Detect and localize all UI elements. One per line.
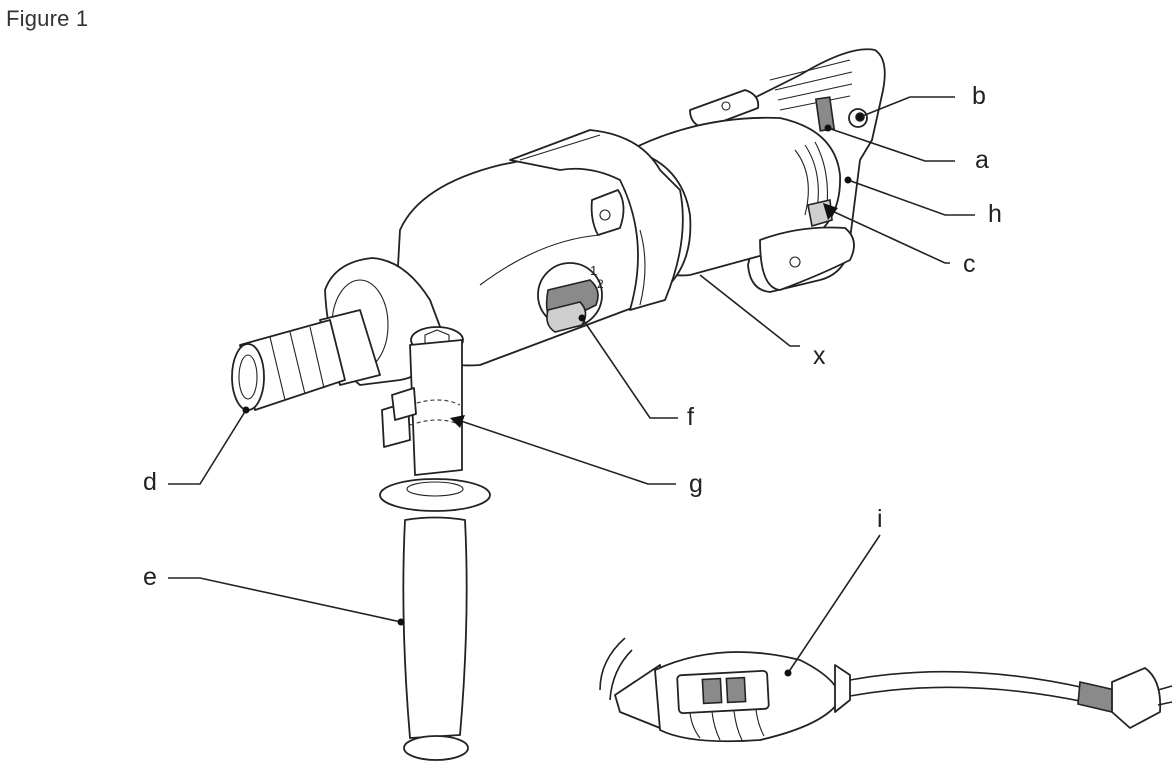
spindle-end	[231, 343, 265, 411]
prcd-ribs	[689, 709, 765, 741]
leader-e	[168, 577, 402, 623]
handle-screw	[789, 256, 801, 268]
clamp-band	[509, 129, 684, 311]
label-i: i	[877, 505, 883, 533]
leader-b-dot	[856, 113, 864, 121]
handle-loop	[759, 226, 855, 291]
label-x: x	[813, 342, 826, 370]
handle-flange-inner	[406, 481, 464, 497]
prcd-test-button	[701, 677, 723, 705]
leader-d	[168, 409, 247, 485]
leader-i-dot	[784, 669, 792, 677]
auxiliary-grip-e	[402, 516, 468, 739]
prcd-panel	[676, 669, 770, 715]
plug-strain-relief	[1077, 681, 1116, 713]
handle-post	[409, 339, 463, 476]
leader-a-dot	[824, 124, 832, 132]
leader-c	[829, 209, 950, 264]
leader-e-dot	[397, 618, 405, 626]
leader-h-dot	[844, 176, 852, 184]
spindle-ribs	[269, 326, 325, 401]
label-h: h	[988, 200, 1002, 228]
handle-clamp-top	[391, 387, 417, 421]
cord-left-2	[609, 649, 633, 701]
housing-ridge	[479, 234, 601, 286]
cord-right-2	[849, 686, 1086, 703]
spindle-bore	[238, 354, 258, 400]
plug-pins	[1157, 685, 1173, 706]
leader-f	[581, 317, 678, 419]
leader-i	[787, 534, 881, 674]
prcd-reset-button	[725, 676, 747, 704]
label-e: e	[143, 563, 157, 591]
leader-a	[827, 127, 955, 162]
leader-g	[457, 419, 676, 485]
handle-flange	[379, 478, 491, 512]
cord-right	[849, 670, 1086, 689]
top-plate	[689, 89, 760, 129]
leader-b	[859, 96, 955, 118]
clamp-ear	[590, 189, 625, 236]
clamp-ear-screw	[599, 209, 611, 221]
leader-d-dot	[242, 406, 250, 414]
grip-ribs	[769, 59, 853, 111]
callouts: b a h c x f g	[143, 82, 1002, 677]
figure-title: Figure 1	[6, 6, 89, 31]
leader-c-arrow	[823, 203, 838, 220]
cord-drawing	[599, 637, 1173, 743]
prcd-right-cap	[834, 664, 851, 713]
leader-h	[847, 179, 975, 216]
selector-mark-2: 2	[597, 277, 604, 291]
selector-mark-1: 1	[590, 263, 597, 278]
label-f: f	[687, 403, 694, 431]
gear-selector-lever	[546, 301, 587, 333]
label-c: c	[963, 250, 976, 278]
leader-x	[699, 274, 800, 347]
clamp-band-detail	[519, 134, 646, 306]
leader-f-dot	[578, 314, 586, 322]
label-b: b	[972, 82, 986, 110]
cord-left	[599, 637, 626, 691]
top-plate-screw	[721, 101, 731, 111]
diamond-drill-drawing: 1 2	[231, 48, 886, 761]
label-g: g	[689, 470, 703, 498]
leader-g-arrow	[450, 415, 465, 428]
label-d: d	[143, 468, 157, 496]
label-a: a	[975, 146, 989, 174]
handle-post-dashes	[409, 399, 461, 426]
grip-end-cap	[403, 735, 469, 761]
plug-body	[1111, 667, 1162, 729]
